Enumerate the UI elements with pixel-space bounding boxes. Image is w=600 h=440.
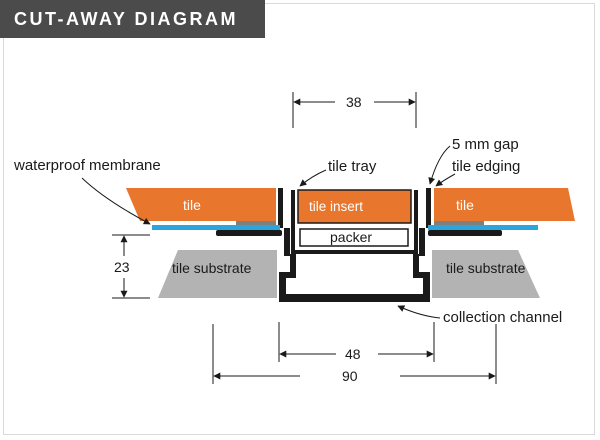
tile-edging-right (426, 188, 431, 228)
tile-insert-label: tile insert (309, 199, 363, 214)
tile-left-label: tile (183, 197, 201, 213)
dim-90-label: 90 (342, 368, 358, 384)
tile-edging-label: tile edging (452, 158, 520, 175)
tile-insert (297, 189, 412, 224)
dim-48-label: 48 (345, 346, 361, 362)
collection-channel-label: collection channel (443, 309, 562, 326)
waterproof-membrane-right (428, 225, 538, 230)
tile-tray-label: tile tray (328, 158, 377, 175)
gap-leader (428, 145, 451, 185)
tile-right-label: tile (456, 197, 474, 213)
tile-substrate-right-label: tile substrate (446, 260, 526, 276)
tile-tray-leader (299, 169, 327, 187)
diagram-title: CUT-AWAY DIAGRAM (0, 0, 265, 38)
waterproof-membrane-label: waterproof membrane (13, 157, 161, 174)
tile-edging-left (278, 188, 283, 228)
tile-tray (291, 190, 418, 254)
dim-23-label: 23 (114, 259, 130, 275)
packer (299, 228, 409, 247)
dim-38-label: 38 (346, 94, 362, 110)
collection-channel-profile (279, 228, 430, 302)
waterproof-membrane-leader (81, 177, 151, 225)
packer-label: packer (330, 229, 372, 245)
tile-right (434, 188, 575, 221)
tile-ledge-right (434, 221, 484, 225)
tile-left (126, 188, 276, 221)
collection-channel-leader (397, 305, 441, 319)
tile-substrate-left (158, 250, 277, 298)
seal-strip-left (216, 230, 282, 236)
waterproof-membrane-left (152, 225, 280, 230)
tile-substrate-left-label: tile substrate (172, 260, 252, 276)
tile-substrate-right (432, 250, 540, 298)
tile-ledge-left (236, 221, 276, 225)
gap-label: 5 mm gap (452, 136, 519, 153)
tile-edging-leader (435, 173, 456, 187)
seal-strip-right (428, 230, 502, 236)
